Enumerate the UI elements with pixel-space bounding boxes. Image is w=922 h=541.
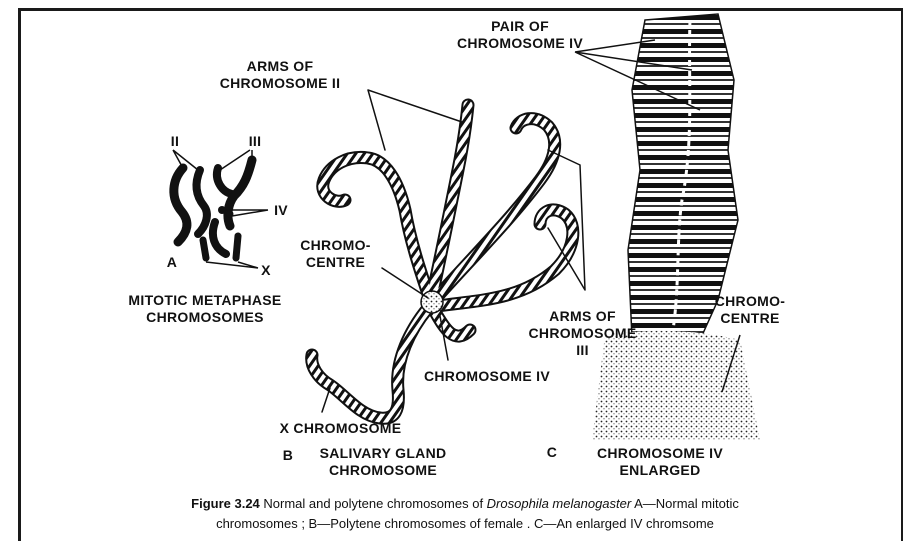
chromosome-iii-lower xyxy=(213,222,226,254)
label-letter-b: B xyxy=(278,447,298,464)
label-letter-x: X xyxy=(256,262,276,279)
chromosome-x-right xyxy=(236,236,238,258)
caption-text-2: A—Normal mitotic xyxy=(631,496,739,511)
caption-text-1: Normal and polytene chromosomes of xyxy=(260,496,487,511)
label-chromocentre-b: CHROMO- CENTRE xyxy=(283,237,388,271)
label-arms-of-chromosome-iii: ARMS OF CHROMOSOME III xyxy=(520,308,645,359)
caption-figure-number: Figure 3.24 xyxy=(191,496,260,511)
label-chromosome-iv-enlarged: CHROMOSOME IV ENLARGED xyxy=(585,445,735,479)
label-chromosome-iv: CHROMOSOME IV xyxy=(412,368,562,385)
figure-caption: Figure 3.24 Normal and polytene chromoso… xyxy=(60,494,870,534)
label-roman-iii: III xyxy=(240,133,270,150)
label-roman-ii: II xyxy=(160,133,190,150)
label-pair-of-chromosome-iv: PAIR OF CHROMOSOME IV xyxy=(425,18,615,52)
label-chromocentre-c: CHROMO- CENTRE xyxy=(700,293,800,327)
label-letter-a: A xyxy=(162,254,182,271)
caption-line-2: chromosomes ; B—Polytene chromosomes of … xyxy=(60,514,870,534)
chromosome-ii-right xyxy=(197,170,207,234)
label-x-chromosome: X CHROMOSOME xyxy=(268,420,413,437)
caption-species: Drosophila melanogaster xyxy=(487,496,632,511)
mitotic-chromosomes-group xyxy=(173,150,268,268)
chromosome-iii-left xyxy=(217,168,232,194)
label-mitotic-metaphase: MITOTIC METAPHASE CHROMOSOMES xyxy=(105,292,305,326)
label-arms-of-chromosome-ii: ARMS OF CHROMOSOME II xyxy=(205,58,355,92)
caption-line-1: Figure 3.24 Normal and polytene chromoso… xyxy=(60,494,870,514)
chromosome-ii-left xyxy=(174,168,187,242)
chromosome-iv-dot xyxy=(218,206,226,214)
chromosome-iv-enlarged-group xyxy=(575,14,760,440)
label-roman-iv: IV xyxy=(266,202,296,219)
chromocentre-b xyxy=(421,291,443,313)
label-salivary-gland: SALIVARY GLAND CHROMOSOME xyxy=(303,445,463,479)
chromosome-x-left xyxy=(203,240,206,258)
label-letter-c: C xyxy=(542,444,562,461)
